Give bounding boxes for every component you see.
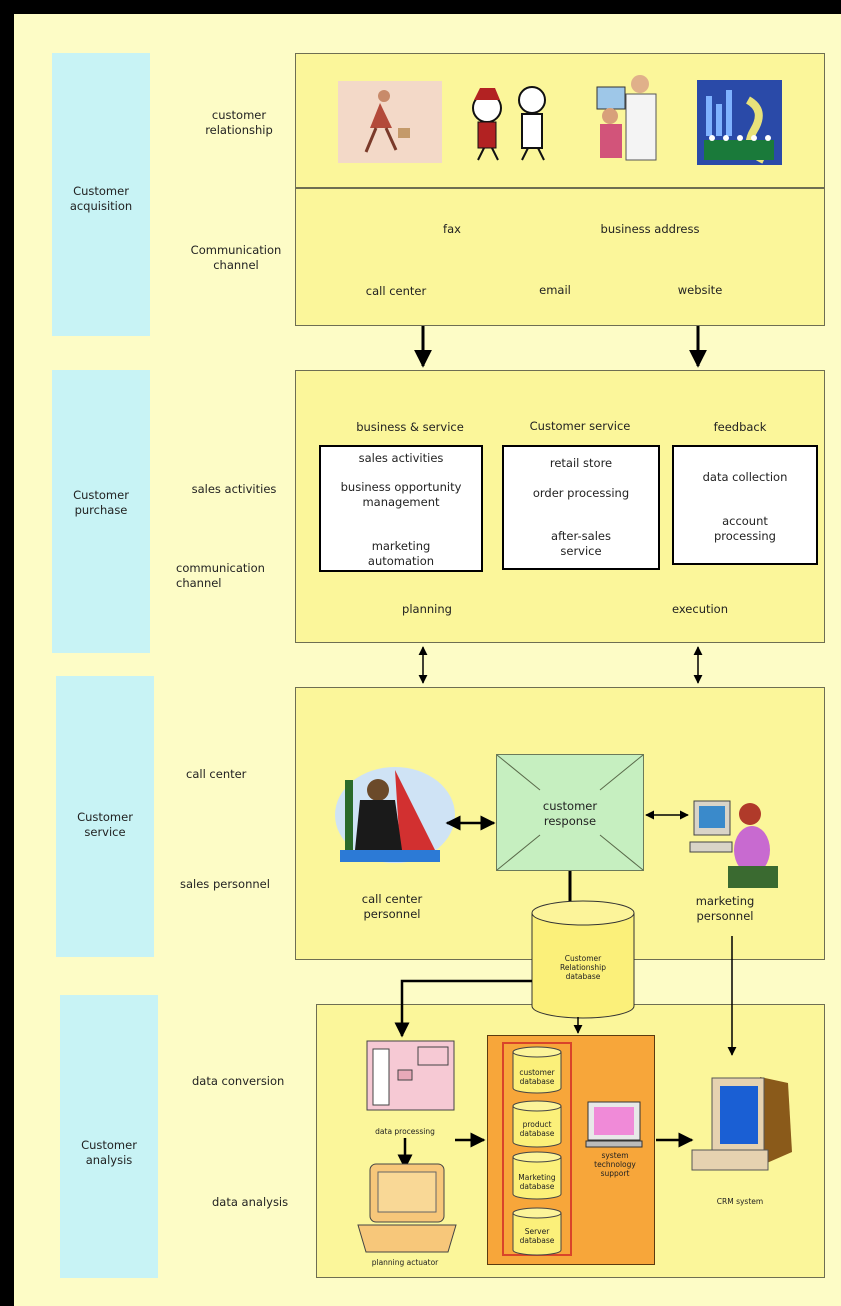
db-customer-label: customer database [519,1068,555,1086]
data-processing-label: data processing [375,1127,435,1136]
marketing-person-image [689,800,778,888]
stage-acquisition-label: Customer acquisition [69,184,133,213]
planning-label: planning [402,602,452,616]
box1-item-opportunity-management: business opportunity management [340,480,462,509]
system-support-monitor-image [585,1101,643,1148]
purchase-channel-label: communication channel [176,561,265,590]
call-center-row-label: call center [186,767,247,781]
business-address-label: business address [600,222,700,236]
crm-system-label: CRM system [716,1197,764,1206]
response-box-lines [496,754,644,871]
box1-item-marketing-automation: marketing automation [367,539,435,568]
customer-service-header: Customer service [529,419,631,433]
stage-purchase-bar [52,370,150,653]
planning-actuator-label: planning actuator [371,1258,439,1267]
feedback-box [672,445,818,565]
email-label: email [539,283,571,297]
walking-woman-image [338,81,442,163]
sales-activities-row-label: sales activities [191,482,277,496]
data-analysis-row-label: data analysis [212,1195,289,1209]
box2-item-retail-store: retail store [549,456,613,470]
acquisition-channel-label: Communication channel [190,243,282,272]
stage-analysis-bar [60,995,158,1278]
call-center-channel-label: call center [365,284,427,298]
call-center-personnel-label: call center personnel [361,892,423,921]
feedback-header: feedback [713,420,767,434]
call-center-person-image [335,767,455,863]
business-chart-image [697,80,782,165]
db-product-label: product database [519,1120,555,1138]
customer-response-label: customer response [542,799,598,828]
box2-item-order-processing: order processing [532,486,630,500]
website-label: website [677,283,723,297]
box1-item-sales-activities: sales activities [358,451,444,465]
box3-item-data-collection: data collection [702,470,788,484]
data-conversion-row-label: data conversion [192,1074,285,1088]
marketing-personnel-label: marketing personnel [695,894,755,923]
stage-service-bar [56,676,154,957]
stage-service-label: Customer service [77,810,133,839]
fax-label: fax [443,222,461,236]
customer-response-box [496,754,644,871]
crm-database-label: Customer Relationship database [559,954,607,981]
cartoon-characters-image [472,86,546,161]
crm-system-image [691,1077,792,1171]
system-support-label: system technology support [594,1151,636,1178]
acquisition-divider [295,187,825,189]
business-service-box [319,445,483,572]
stage-acquisition-bar [52,53,150,336]
execution-label: execution [671,602,729,616]
business-service-header: business & service [356,420,464,434]
planning-actuator-image [357,1163,457,1253]
sales-personnel-row-label: sales personnel [180,877,270,891]
arrow-db-to-processing [394,979,532,1038]
data-processing-image [366,1040,455,1111]
doctor-child-image [596,75,657,161]
stage-analysis-label: Customer analysis [81,1138,137,1167]
crm-database-cylinder [531,900,635,1019]
db-marketing-label: Marketing database [518,1173,556,1191]
stage-purchase-label: Customer purchase [73,488,129,517]
box3-item-account-processing: account processing [714,514,776,543]
box2-item-after-sales-service: after-sales service [551,529,611,558]
db-cylinders [512,1046,562,1256]
db-server-label: Server database [519,1227,555,1245]
customer-service-box [502,445,660,570]
customer-relationship-label: customer relationship [205,108,273,137]
